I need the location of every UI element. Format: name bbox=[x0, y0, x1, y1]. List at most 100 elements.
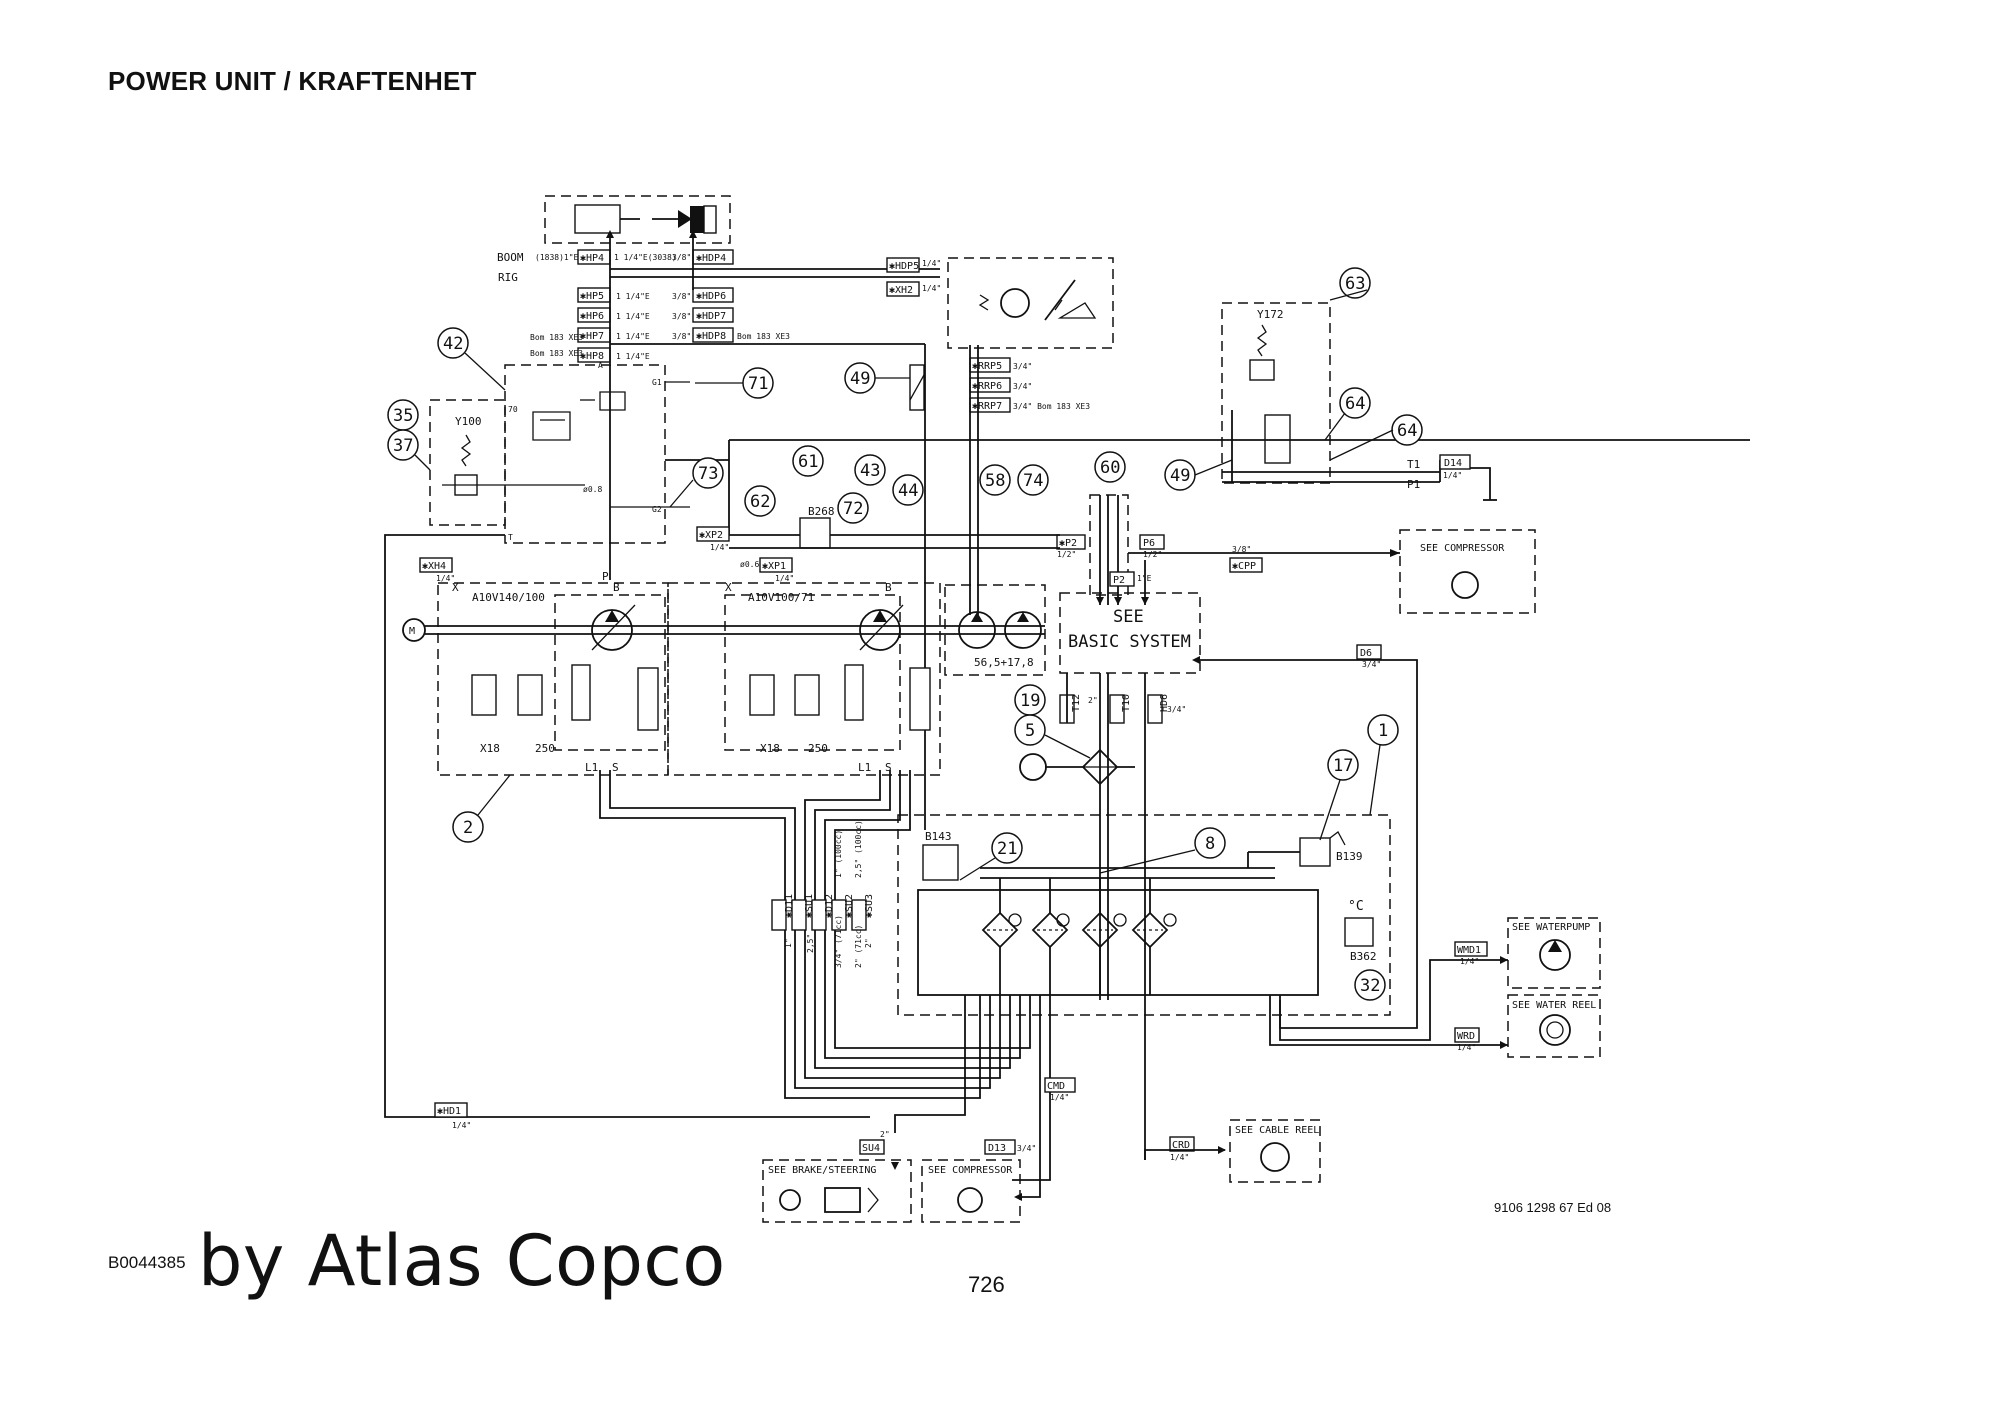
callout-73: 73 bbox=[698, 464, 718, 484]
callout-8: 8 bbox=[1205, 834, 1215, 854]
label-xp1-size: 1/4" bbox=[775, 574, 794, 583]
label-b139: B139 bbox=[1336, 850, 1363, 863]
label-x-1: X bbox=[452, 581, 459, 594]
label-a: A bbox=[598, 361, 603, 370]
callout-72: 72 bbox=[843, 499, 863, 519]
callout-32: 32 bbox=[1360, 976, 1380, 996]
label-hp7-size: 1 1/4"E bbox=[616, 332, 650, 341]
label-see-water-reel: SEE WATER REEL bbox=[1512, 1000, 1596, 1011]
control-valve-block: Y100 70 ø0.8 G1 G2 A T bbox=[429, 361, 690, 544]
label-x-2: X bbox=[725, 581, 732, 594]
port-crd: CRD bbox=[1172, 1140, 1190, 1151]
label-see-cable-reel: SEE CABLE REEL bbox=[1235, 1125, 1319, 1136]
see-compressor-top: SEE COMPRESSOR bbox=[1399, 529, 1536, 614]
label-rrp5-size: 3/4" bbox=[1013, 362, 1032, 371]
label-xh2-size: 1/4" bbox=[922, 284, 941, 293]
label-hd1-size: 1/4" bbox=[452, 1121, 471, 1130]
label-pump2: A10V100/71 bbox=[748, 591, 814, 604]
label-su1-size: 2,5" bbox=[806, 934, 815, 953]
label-cpp-size: 3/8" bbox=[1232, 545, 1251, 554]
callout-2: 2 bbox=[463, 818, 473, 838]
label-b268: B268 bbox=[808, 505, 835, 518]
callout-bubbles: 42 35 37 71 49 73 62 61 72 43 44 58 74 6… bbox=[387, 267, 1423, 1001]
port-hd1: ✱HD1 bbox=[437, 1106, 461, 1117]
cable-reel-icon bbox=[1260, 1142, 1290, 1172]
callout-62: 63 bbox=[1345, 274, 1365, 294]
label-wrd-size: 1/4" bbox=[1457, 1043, 1476, 1052]
label-pump-disp: 56,5+17,8 bbox=[974, 656, 1034, 669]
pump-group-2: A10V100/71 X18 250 L1 S X B bbox=[667, 581, 941, 776]
port-d12: ✱D12 bbox=[824, 894, 835, 918]
label-rrp7-size: 3/4" Bom 183 XE3 bbox=[1013, 402, 1090, 411]
label-p2x-size: 1/2" bbox=[1057, 550, 1076, 559]
label-basic-system-2: BASIC SYSTEM bbox=[1068, 632, 1191, 652]
label-d12-size-b: 1" (100cc) bbox=[834, 830, 843, 878]
steering-icon bbox=[824, 1187, 861, 1213]
label-pump1: A10V140/100 bbox=[472, 591, 545, 604]
port-hdp8: ✱HDP8 bbox=[696, 331, 726, 342]
label-l1-1: L1 bbox=[585, 761, 598, 774]
port-d14: D14 bbox=[1444, 458, 1462, 469]
label-x18-1: X18 bbox=[480, 742, 500, 755]
tank-group: B143 B139 bbox=[897, 814, 1391, 1016]
port-hd6: HD6 bbox=[1159, 694, 1170, 712]
port-d11: ✱D11 bbox=[784, 894, 795, 918]
port-d6: D6 bbox=[1360, 648, 1372, 659]
label-m: M bbox=[409, 626, 415, 637]
port-rrp6: ✱RRP6 bbox=[972, 381, 1002, 392]
page-title: POWER UNIT / KRAFTENHET bbox=[108, 66, 477, 96]
see-brake-steering: SEE BRAKE/STEERING bbox=[762, 1159, 912, 1223]
label-bom-note-2: Bom 183 XE3 bbox=[530, 349, 583, 358]
label-b362: B362 bbox=[1350, 950, 1377, 963]
label-hd6-size: 3/4" bbox=[1167, 705, 1186, 714]
label-g1: G1 bbox=[652, 378, 662, 387]
port-hdp4: ✱HDP4 bbox=[696, 253, 726, 264]
callout-74: 74 bbox=[1023, 471, 1043, 491]
label-wmd1-size: 1/4" bbox=[1460, 957, 1479, 966]
label-hdp6-size: 3/8" bbox=[672, 292, 691, 301]
label-70: 70 bbox=[508, 405, 518, 414]
label-d6-size: 3/4" bbox=[1362, 660, 1381, 669]
label-see-compressor-top: SEE COMPRESSOR bbox=[1420, 543, 1505, 554]
label-deg-c: °C bbox=[1348, 899, 1364, 914]
callout-35: 42 bbox=[443, 334, 463, 354]
label-d14-size: 1/4" bbox=[1443, 471, 1462, 480]
port-hp7: ✱HP7 bbox=[580, 331, 604, 342]
callout-60: 61 bbox=[798, 452, 818, 472]
port-su4: SU4 bbox=[862, 1143, 880, 1154]
label-hp6-size: 1 1/4"E bbox=[616, 312, 650, 321]
port-t10: T10 bbox=[1121, 694, 1132, 712]
port-wrd: WRD bbox=[1457, 1031, 1475, 1042]
label-see-waterpump: SEE WATERPUMP bbox=[1512, 922, 1590, 933]
callout-58: 60 bbox=[1100, 458, 1120, 478]
port-xp1: ✱XP1 bbox=[762, 561, 786, 572]
suction-line-bundle bbox=[599, 770, 1051, 1181]
callout-63: 64 bbox=[1345, 394, 1365, 414]
see-compressor-bottom: SEE COMPRESSOR bbox=[921, 1159, 1021, 1223]
label-t10-size: 2" bbox=[1088, 696, 1098, 705]
label-p-1: P bbox=[602, 570, 609, 583]
label-rig: RIG bbox=[498, 271, 518, 284]
label-p1: P1 bbox=[1407, 478, 1420, 491]
callout-19: 19 bbox=[1020, 691, 1040, 711]
callout-37: 43 bbox=[860, 461, 880, 481]
label-hdp8-note: Bom 183 XE3 bbox=[737, 332, 790, 341]
callout-44: 58 bbox=[985, 471, 1005, 491]
port-xh2: ✱XH2 bbox=[889, 285, 913, 296]
cylinder-icon bbox=[574, 204, 621, 234]
label-crd-size: 1/4" bbox=[1170, 1153, 1189, 1162]
port-rrp7: ✱RRP7 bbox=[972, 401, 1002, 412]
leader-lines bbox=[414, 289, 1394, 881]
port-rrp5: ✱RRP5 bbox=[972, 361, 1002, 372]
port-hdp6: ✱HDP6 bbox=[696, 291, 726, 302]
port-p6: P6 bbox=[1143, 538, 1155, 549]
label-su2-size-a: 2" (71cc) bbox=[854, 925, 863, 968]
callout-49: 49 bbox=[1170, 466, 1190, 486]
label-y100: Y100 bbox=[455, 415, 482, 428]
label-hp5-size: 1 1/4"E bbox=[616, 292, 650, 301]
see-waterpump: SEE WATERPUMP bbox=[1507, 917, 1601, 989]
label-rrp6-size: 3/4" bbox=[1013, 382, 1032, 391]
label-b-2: B bbox=[885, 581, 892, 594]
label-b-1: B bbox=[613, 581, 620, 594]
